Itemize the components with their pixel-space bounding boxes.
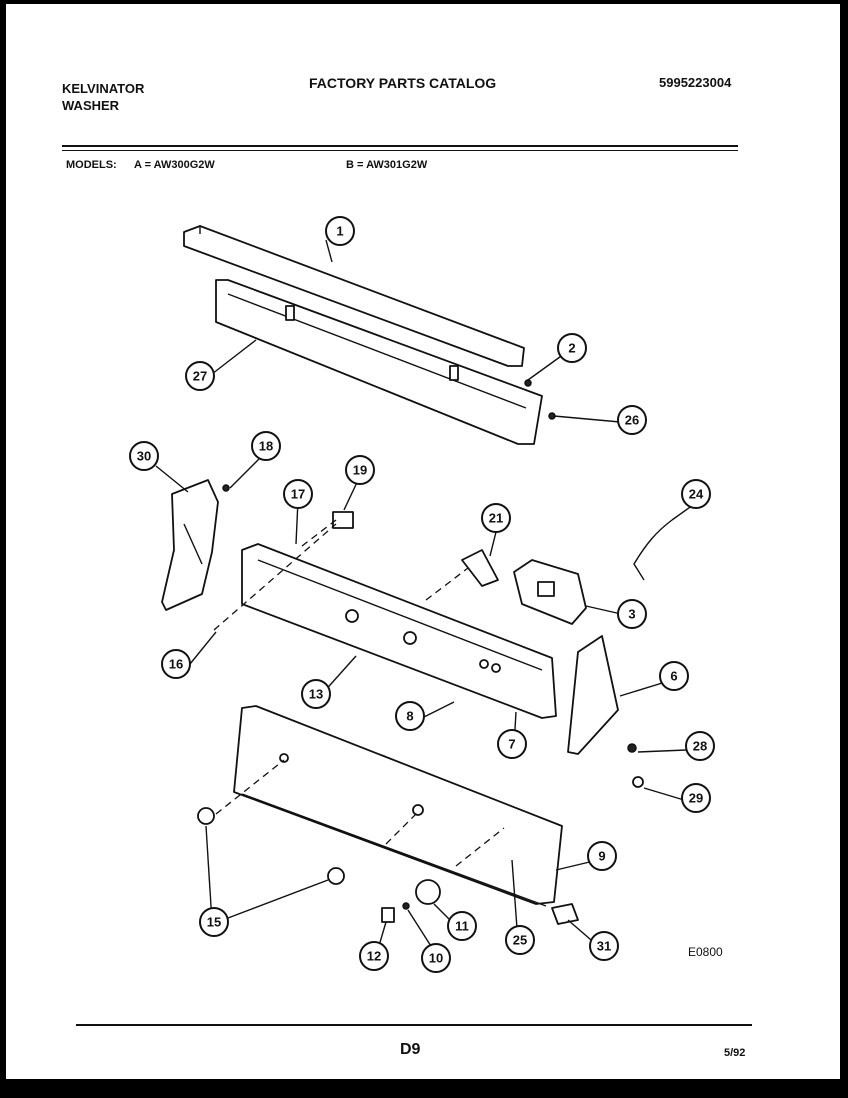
- part-12-clip: [381, 907, 395, 923]
- svg-text:10: 10: [429, 951, 443, 966]
- part-15-knob-a: [197, 807, 215, 825]
- callout-12: 12: [359, 941, 389, 971]
- callout-9: 9: [587, 841, 617, 871]
- part-9-lower-panel: [233, 705, 563, 907]
- svg-text:19: 19: [353, 463, 367, 478]
- catalog-date: 5/92: [724, 1047, 746, 1059]
- svg-text:17: 17: [291, 487, 305, 502]
- callout-3: 3: [617, 599, 647, 629]
- callout-6: 6: [659, 661, 689, 691]
- part-11-knob: [415, 879, 441, 905]
- part-19-switch: [332, 511, 354, 529]
- catalog-title: FACTORY PARTS CATALOG: [309, 75, 497, 91]
- model-a: A = AW300G2W: [134, 159, 215, 171]
- callout-29: 29: [681, 783, 711, 813]
- svg-text:18: 18: [259, 439, 273, 454]
- svg-text:24: 24: [689, 487, 704, 502]
- svg-text:21: 21: [489, 511, 503, 526]
- part-10-washer: [402, 902, 410, 910]
- drawing-code: E0800: [688, 945, 723, 959]
- part-31-clip: [551, 903, 579, 925]
- part-29-clip: [632, 776, 644, 788]
- part-27-back-panel: [215, 279, 543, 445]
- brand-label: KELVINATOR: [62, 81, 145, 96]
- callout-27: 27: [185, 361, 215, 391]
- exploded-parts-diagram: 1 2 27 26 30 18 19 17 21 24 3 16 13 6 8 …: [129, 216, 715, 973]
- callout-26: 26: [617, 405, 647, 435]
- callout-21: 21: [481, 503, 511, 533]
- svg-text:30: 30: [137, 449, 151, 464]
- callout-13: 13: [301, 679, 331, 709]
- callout-10: 10: [421, 943, 451, 973]
- header-rule-bottom: [62, 150, 738, 151]
- svg-text:25: 25: [513, 933, 527, 948]
- catalog-sheet: KELVINATOR WASHER FACTORY PARTS CATALOG …: [6, 4, 840, 1079]
- svg-text:9: 9: [598, 849, 605, 864]
- part-3-timer: [513, 559, 587, 625]
- svg-text:3: 3: [628, 607, 635, 622]
- callout-15: 15: [199, 907, 229, 937]
- callout-25: 25: [505, 925, 535, 955]
- callout-1: 1: [325, 216, 355, 246]
- callout-28: 28: [685, 731, 715, 761]
- svg-text:27: 27: [193, 369, 207, 384]
- svg-text:28: 28: [693, 739, 707, 754]
- callout-31: 31: [589, 931, 619, 961]
- part-15-knob-b: [327, 867, 345, 885]
- part-21-selector: [461, 549, 499, 587]
- svg-text:1: 1: [336, 224, 343, 239]
- part-18-screw: [222, 484, 230, 492]
- page-number: D9: [400, 1041, 421, 1058]
- callout-18a: 18: [251, 431, 281, 461]
- part-30-end-bracket: [161, 479, 219, 611]
- callout-24: 24: [681, 479, 711, 509]
- product-label: WASHER: [62, 98, 120, 113]
- callout-8: 8: [395, 701, 425, 731]
- callouts: 1 2 27 26 30 18 19 17 21 24 3 16 13 6 8 …: [129, 216, 715, 973]
- part-6-end-cap: [567, 635, 619, 755]
- part-24-harness: [633, 519, 673, 581]
- svg-text:12: 12: [367, 949, 381, 964]
- header-rule-top: [62, 145, 738, 147]
- footer-rule: [76, 1024, 752, 1026]
- callout-19: 19: [345, 455, 375, 485]
- part-28-screw: [627, 743, 637, 753]
- svg-text:11: 11: [455, 919, 469, 934]
- svg-text:6: 6: [670, 669, 677, 684]
- svg-text:26: 26: [625, 413, 639, 428]
- callout-2: 2: [557, 333, 587, 363]
- part-2-screw: [524, 379, 532, 387]
- models-label: MODELS:: [66, 159, 117, 171]
- callout-17: 17: [283, 479, 313, 509]
- svg-text:2: 2: [568, 341, 575, 356]
- model-b: B = AW301G2W: [346, 159, 428, 171]
- svg-text:8: 8: [406, 709, 413, 724]
- svg-text:15: 15: [207, 915, 221, 930]
- part-1-top-trim: [183, 225, 525, 367]
- callout-30: 30: [129, 441, 159, 471]
- svg-text:7: 7: [508, 737, 515, 752]
- svg-text:31: 31: [597, 939, 611, 954]
- callout-16: 16: [161, 649, 191, 679]
- svg-text:29: 29: [689, 791, 703, 806]
- catalog-number: 5995223004: [659, 75, 732, 90]
- part-7-control-panel: [241, 543, 557, 719]
- callout-11: 11: [447, 911, 477, 941]
- svg-text:16: 16: [169, 657, 183, 672]
- callout-7: 7: [497, 729, 527, 759]
- svg-text:13: 13: [309, 687, 323, 702]
